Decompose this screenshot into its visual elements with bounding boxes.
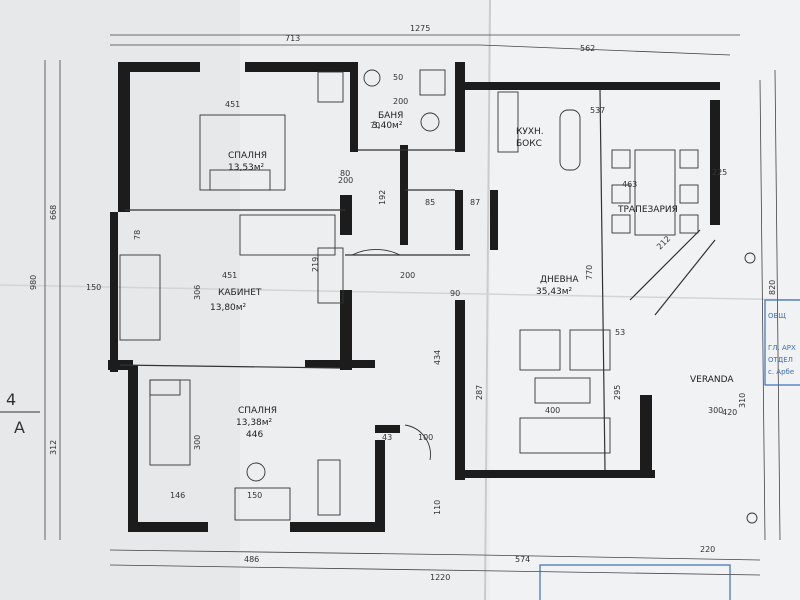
bed-study xyxy=(239,214,336,256)
room-kitchen-name2: БОКС xyxy=(516,139,542,149)
room-bedroom2-name: СПАЛНЯ xyxy=(238,406,277,416)
dimension-lines xyxy=(44,34,781,576)
dim-corridor-length: 434 xyxy=(433,350,442,365)
dim-misc-80: 80 xyxy=(340,169,350,178)
paper-right-panel xyxy=(490,0,800,600)
dim-misc-50: 50 xyxy=(393,73,403,82)
dim-misc-110: 110 xyxy=(433,500,442,515)
dim-left-upper: 668 xyxy=(49,205,58,220)
dim-misc-219: 219 xyxy=(311,257,320,272)
room-bathroom-area: 3,40м² xyxy=(372,121,403,131)
dim-bedroom1-width: 451 xyxy=(225,100,240,109)
walls xyxy=(108,62,720,532)
dim-misc-225: 225 xyxy=(712,168,727,177)
approval-stamp xyxy=(539,299,800,600)
dim-bottom-total: 1220 xyxy=(430,573,450,582)
stamp-text-3: ОТДЕЛ xyxy=(768,356,793,364)
dim-bottom-left: 574 xyxy=(515,555,530,564)
dim-misc-295: 295 xyxy=(613,385,622,400)
dim-living-height: 770 xyxy=(585,265,594,280)
dim-misc-78: 78 xyxy=(133,230,142,240)
dim-misc-43: 43 xyxy=(382,433,392,442)
room-veranda-name: VERANDA xyxy=(690,375,734,385)
axis-number: 4 xyxy=(6,390,16,409)
stamp-text-4: с. Арбе xyxy=(768,368,794,376)
dim-hall-width: 200 xyxy=(400,271,415,280)
room-bathroom-name: БАНЯ xyxy=(378,111,403,121)
room-dining-name: ТРАПЕЗАРИЯ xyxy=(617,205,678,215)
paper-fold-vertical xyxy=(484,0,491,600)
room-study-area: 13,80м² xyxy=(210,303,247,313)
column-icon xyxy=(744,252,756,264)
dim-misc-100: 100 xyxy=(418,433,433,442)
dim-bath-width: 200 xyxy=(393,97,408,106)
room-living-area: 35,43м² xyxy=(536,287,573,297)
dining-table xyxy=(634,149,676,236)
dim-misc-192: 192 xyxy=(378,190,387,205)
dim-misc-85: 85 xyxy=(425,198,435,207)
dim-misc-90: 90 xyxy=(450,289,460,298)
toilet-icon xyxy=(420,112,440,132)
chair-icon xyxy=(246,462,266,482)
dim-misc-53: 53 xyxy=(615,328,625,337)
sofa xyxy=(519,417,611,454)
dim-kitchen-width: 537 xyxy=(590,106,605,115)
furniture xyxy=(119,69,758,524)
axis-letter: A xyxy=(14,418,25,437)
room-study-name: КАБИНЕТ xyxy=(218,288,262,298)
dim-misc-87: 87 xyxy=(470,198,480,207)
room-bedroom2-area: 13,38м² xyxy=(236,418,273,428)
dim-misc-310: 310 xyxy=(738,393,747,408)
room-kitchen-name: КУХН. xyxy=(516,127,544,137)
dim-dining-height: 463 xyxy=(622,180,637,189)
column-icon-2 xyxy=(746,512,758,524)
dim-bottom-right: 220 xyxy=(700,545,715,554)
stamp-text-2: ГЛ. АРХ xyxy=(768,344,796,352)
dim-misc-70: 70 xyxy=(370,121,380,130)
dim-bed2-window: 150 xyxy=(247,491,262,500)
dim-misc-300: 300 xyxy=(193,435,202,450)
dim-misc-200: 200 xyxy=(338,176,353,185)
dim-misc-287: 287 xyxy=(475,385,484,400)
paper-fold-horizontal xyxy=(0,284,800,301)
dim-misc-150: 150 xyxy=(86,283,101,292)
room-bedroom1-name: СПАЛНЯ xyxy=(228,151,267,161)
dim-study-width: 451 xyxy=(222,271,237,280)
dim-bed2-left: 146 xyxy=(170,491,185,500)
dim-misc-306: 306 xyxy=(193,285,202,300)
stamp-text-1: ОБЩ xyxy=(768,312,786,320)
dim-left-lower: 312 xyxy=(49,440,58,455)
sink-icon xyxy=(363,69,381,87)
dim-top-left: 713 xyxy=(285,34,300,43)
dim-top-total: 1275 xyxy=(410,24,430,33)
room-living-name: ДНЕВНА xyxy=(540,275,579,285)
room-bedroom1-area: 13,53м² xyxy=(228,163,265,173)
dim-bed2-bottom: 486 xyxy=(244,555,259,564)
dim-misc-820: 820 xyxy=(768,280,777,295)
dim-misc-420: 420 xyxy=(722,408,737,417)
dim-left-total: 980 xyxy=(29,275,38,290)
room-bedroom2-width: 446 xyxy=(246,430,263,440)
dim-veranda-width: 300 xyxy=(708,406,723,415)
dim-misc-400: 400 xyxy=(545,406,560,415)
partitions xyxy=(119,89,716,471)
dim-top-right: 562 xyxy=(580,44,595,53)
